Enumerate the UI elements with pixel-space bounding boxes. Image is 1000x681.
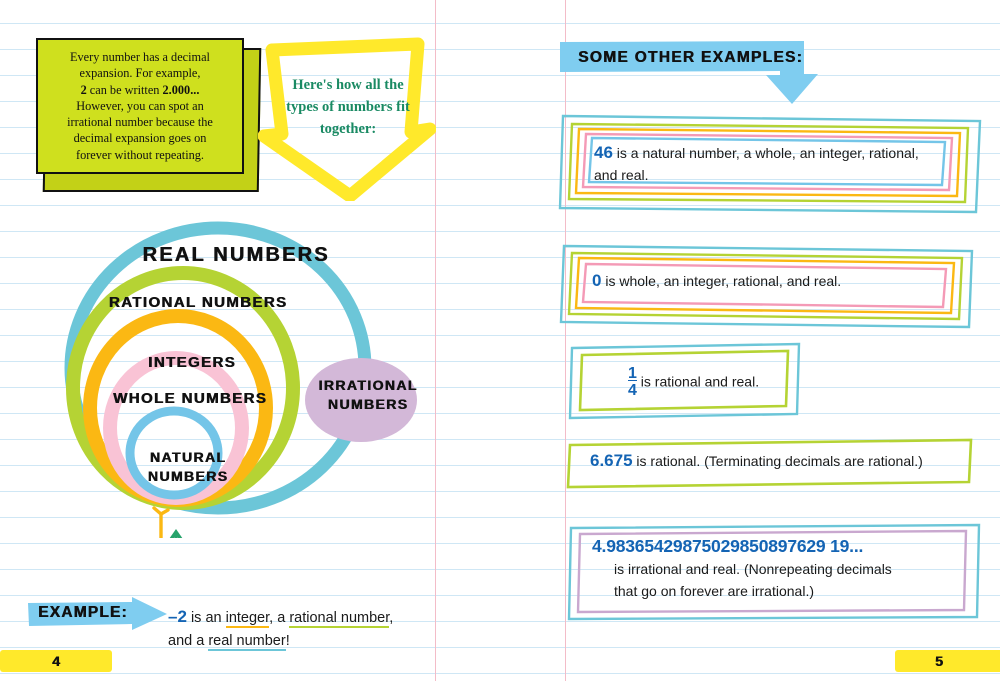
callout-arrow-down: Here's how all the types of numbers fit … — [258, 36, 436, 201]
irrational-numbers-ellipse — [305, 358, 417, 442]
example-box-46-text: 46 is a natural number, a whole, an inte… — [594, 142, 939, 186]
border-purple — [576, 529, 968, 614]
border-teal — [567, 523, 981, 621]
venn-label-integers: INTEGERS — [148, 354, 236, 371]
sticky-note: Every number has a decimal expansion. Fo… — [36, 38, 262, 192]
venn-label-natural: NATURAL NUMBERS — [147, 449, 229, 484]
some-other-examples-label: SOME OTHER EXAMPLES: — [578, 49, 803, 66]
example-box-6675: 6.675 is rational. (Terminating decimals… — [566, 437, 976, 489]
sticky-line-5: irrational number because the — [67, 115, 213, 130]
example-box-irrational-line2: that go on forever are irrational.) — [614, 583, 814, 599]
example-box-6675-sentence: is rational. (Terminating decimals are r… — [632, 453, 923, 469]
example-box-fraction-sentence: is rational and real. — [636, 373, 760, 390]
example-text-a: is an — [186, 610, 226, 626]
border-blue — [587, 136, 947, 187]
border-green — [566, 438, 973, 489]
banner-arrow-shape — [28, 597, 167, 630]
example-box-0-text: 0 is whole, an integer, rational, and re… — [592, 270, 942, 292]
page-number-left: 4 — [0, 650, 118, 676]
example-box-6675-number: 6.675 — [590, 451, 633, 470]
fraction-numerator: 1 — [628, 365, 637, 382]
sticky-line-3-bold: 2.000... — [162, 82, 200, 97]
page-number-right-value: 5 — [935, 653, 943, 669]
example-sentence: –2 is an integer, a rational number, and… — [168, 605, 418, 653]
border-teal — [559, 244, 974, 329]
example-box-46-sentence: is a natural number, a whole, an integer… — [594, 145, 919, 183]
example-banner-label: EXAMPLE: — [38, 604, 128, 621]
border-pink — [581, 262, 948, 309]
example-box-irrational-number: 4.98365429875029850897629 19... — [592, 536, 864, 556]
example-box-0-sentence: is whole, an integer, rational, and real… — [601, 273, 842, 289]
example-number: –2 — [168, 607, 187, 626]
sticky-line-6: decimal expansion goes on — [73, 131, 207, 146]
example-word-real: real number — [208, 633, 286, 651]
example-text-e: ! — [285, 633, 290, 649]
example-box-46-number: 46 — [594, 143, 613, 162]
example-box-46: 46 is a natural number, a whole, an inte… — [556, 112, 986, 217]
fraction-denominator: 4 — [628, 380, 637, 399]
sticky-line-2: expansion. For example, — [79, 66, 201, 81]
venn-label-real: REAL NUMBERS — [142, 244, 330, 266]
example-box-irrational-line1: is irrational and real. (Nonrepeating de… — [614, 561, 892, 577]
venn-label-irrational: IRRATIONAL NUMBERS — [318, 377, 418, 412]
border-green — [578, 349, 790, 412]
border-teal — [558, 114, 982, 214]
sticky-note-body: Every number has a decimal expansion. Fo… — [36, 38, 244, 174]
example-box-irrational-text: 4.98365429875029850897629 19... is irrat… — [592, 535, 967, 602]
sticky-line-3-mid: can be written — [86, 82, 163, 97]
natural-numbers-ring — [125, 406, 223, 500]
sticky-line-3-number: 2 — [80, 82, 87, 97]
sticky-line-7: forever without repeating. — [75, 147, 205, 162]
example-box-0: 0 is whole, an integer, rational, and re… — [558, 243, 978, 331]
border-green — [567, 122, 970, 204]
example-text-d: and a — [168, 633, 209, 649]
header-banner-arrow-shape — [560, 41, 818, 104]
page-number-right: 5 — [895, 650, 1000, 676]
margin-line-left — [435, 0, 436, 681]
venn-diagram: REAL NUMBERS RATIONAL NUMBERS INTEGERS W… — [48, 218, 438, 538]
page-number-right-highlight — [895, 650, 1000, 672]
border-yellow — [574, 256, 956, 315]
border-yellow — [574, 127, 962, 198]
sticky-line-4: However, you can spot an — [76, 98, 204, 113]
example-text-c: , — [389, 610, 394, 626]
arrow-outline — [258, 37, 436, 201]
border-pink — [581, 132, 954, 192]
sticky-line-1: Every number has a decimal — [69, 50, 210, 65]
page-number-left-value: 4 — [52, 653, 60, 669]
page-number-left-highlight — [0, 650, 112, 672]
border-teal — [568, 342, 801, 420]
example-banner: EXAMPLE: — [24, 597, 169, 631]
example-word-rational: rational number — [289, 610, 390, 628]
border-green — [567, 251, 964, 321]
example-box-6675-text: 6.675 is rational. (Terminating decimals… — [590, 450, 970, 472]
example-text-b: , a — [269, 610, 290, 626]
example-word-integer: integer — [225, 610, 270, 628]
example-arrows — [152, 506, 183, 538]
venn-label-rational: RATIONAL NUMBERS — [108, 294, 288, 311]
example-box-irrational: 4.98365429875029850897629 19... is irrat… — [566, 522, 986, 622]
callout-text: Here's how all the types of numbers fit … — [286, 77, 410, 137]
some-other-examples-banner: SOME OTHER EXAMPLES: — [560, 38, 830, 108]
venn-label-whole: WHOLE NUMBERS — [112, 390, 268, 407]
margin-line-right — [565, 0, 566, 681]
example-box-0-number: 0 — [592, 271, 602, 290]
